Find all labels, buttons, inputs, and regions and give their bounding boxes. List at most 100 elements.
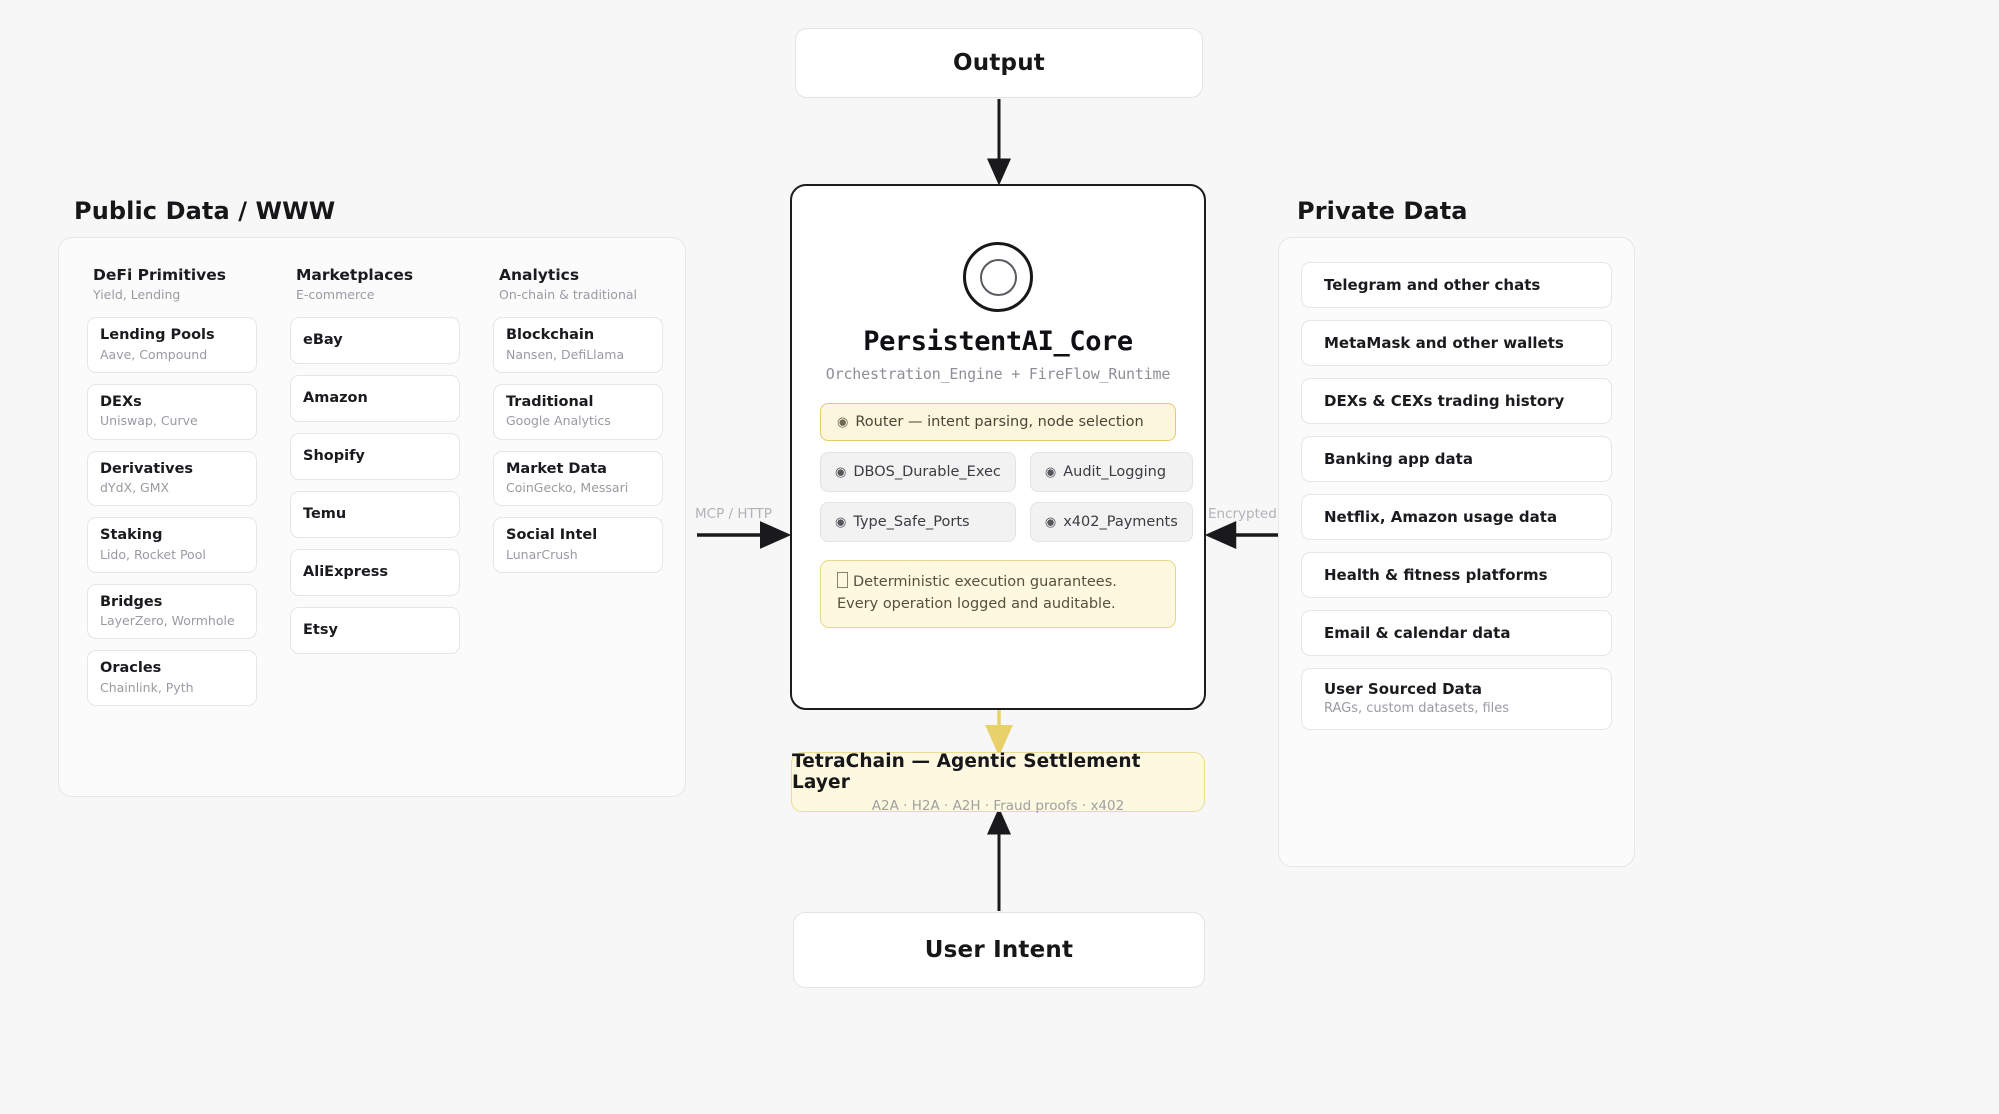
public-item-subtitle: CoinGecko, Messari [506,479,629,495]
private-item-title: Health & fitness platforms [1324,565,1548,584]
public-data-title: Public Data / WWW [74,197,336,225]
private-data-title: Private Data [1297,197,1468,225]
public-item-title: Etsy [303,622,338,639]
user-intent-label: User Intent [924,937,1074,963]
core-note-line1: Deterministic execution guarantees. [853,574,1117,590]
public-item-title: Amazon [303,390,368,407]
public-column-title: DeFi Primitives [93,266,227,284]
public-item-card[interactable]: Etsy [290,607,460,655]
user-intent-node[interactable]: User Intent [793,912,1205,988]
public-item-title: Market Data [506,460,607,477]
private-item-card[interactable]: Netflix, Amazon usage data [1301,494,1612,540]
circled-dot-icon: ◉ [837,414,849,430]
public-column-title: Marketplaces [296,266,414,284]
public-item-title: Bridges [100,593,163,610]
public-item-subtitle: Lido, Rocket Pool [100,546,206,562]
public-item-subtitle: Chainlink, Pyth [100,679,194,695]
public-item-subtitle: Uniswap, Curve [100,413,198,429]
core-note: Deterministic execution guarantees. Ever… [820,560,1176,628]
core-capability-label: Audit_Logging [1063,464,1167,480]
edge-label-encrypted: Encrypted [1208,506,1277,522]
circled-dot-icon: ◉ [1044,514,1057,530]
circled-dot-icon: ◉ [1044,464,1057,480]
public-item-subtitle: LayerZero, Wormhole [100,613,235,629]
public-item-card[interactable]: AliExpress [290,549,460,597]
missing-glyph-icon [837,572,848,588]
public-item-title: Oracles [100,660,162,677]
public-item-card[interactable]: Temu [290,491,460,539]
public-item-title: Blockchain [506,327,595,344]
private-item-title: User Sourced Data [1324,680,1482,698]
persistentai-core-node[interactable]: PersistentAI_Core Orchestration_Engine +… [790,184,1206,710]
output-node[interactable]: Output [795,28,1203,98]
private-item-card[interactable]: Email & calendar data [1301,610,1612,656]
router-chip[interactable]: ◉ Router — intent parsing, node selectio… [820,403,1176,441]
public-item-card[interactable]: Shopify [290,433,460,481]
public-column-subtitle: Yield, Lending [93,287,181,303]
public-item-title: Staking [100,527,163,544]
core-ring-inner [979,258,1017,296]
circled-dot-icon: ◉ [835,514,847,530]
public-item-title: Social Intel [506,527,598,544]
core-capability-label: Type_Safe_Ports [853,514,970,530]
public-item-title: Lending Pools [100,327,215,344]
core-note-line2: Every operation logged and auditable. [837,595,1116,612]
public-item-card[interactable]: Amazon [290,375,460,423]
core-title: PersistentAI_Core [863,326,1133,357]
private-item-card[interactable]: Telegram and other chats [1301,262,1612,308]
output-label: Output [953,50,1045,76]
private-item-card[interactable]: DEXs & CEXs trading history [1301,378,1612,424]
core-capability-chip[interactable]: ◉DBOS_Durable_Exec [820,452,1016,492]
circled-dot-icon: ◉ [835,464,847,480]
core-capability-chip[interactable]: ◉ Type_Safe_Ports [820,502,1016,542]
core-capability-grid: ◉DBOS_Durable_Exec◉Audit_Logging◉Type_Sa… [820,452,1193,542]
private-item-title: DEXs & CEXs trading history [1324,391,1565,410]
public-item-title: Derivatives [100,460,194,477]
private-item-title: Banking app data [1324,449,1473,468]
private-item-subtitle: RAGs, custom datasets, files [1324,700,1510,716]
public-item-subtitle: Aave, Compound [100,346,208,362]
public-item-subtitle: Google Analytics [506,413,611,429]
core-capability-chip[interactable]: ◉ x402_Payments [1029,502,1193,542]
private-item-title: Netflix, Amazon usage data [1324,507,1558,526]
public-item-title: Traditional [506,393,594,410]
public-item-title: DEXs [100,393,142,410]
core-capability-chip[interactable]: ◉ Audit_Logging [1029,452,1193,492]
private-item-card[interactable]: MetaMask and other wallets [1301,320,1612,366]
public-item-subtitle: dYdX, GMX [100,479,170,495]
public-column-title: Analytics [499,266,580,284]
tetrachain-node[interactable]: TetraChain — Agentic Settlement Layer A2… [791,751,1205,814]
private-item-card[interactable]: Banking app data [1301,436,1612,482]
public-item-subtitle: Nansen, DefiLlama [506,346,625,362]
public-column-subtitle: E-commerce [296,287,375,303]
public-item-subtitle: LunarCrush [506,546,578,562]
edge-label-mcp-http: MCP / HTTP [695,506,772,522]
public-item-card[interactable]: eBay [290,317,460,365]
core-capability-label: x402_Payments [1063,514,1178,530]
router-chip-label: Router — intent parsing, node selection [855,414,1144,430]
core-ring-icon [963,242,1033,312]
public-item-card[interactable]: Derivatives dYdX, GMX [87,450,257,507]
public-item-title: eBay [303,332,343,349]
public-item-title: Temu [303,506,347,523]
private-item-card[interactable]: Health & fitness platforms [1301,552,1612,598]
